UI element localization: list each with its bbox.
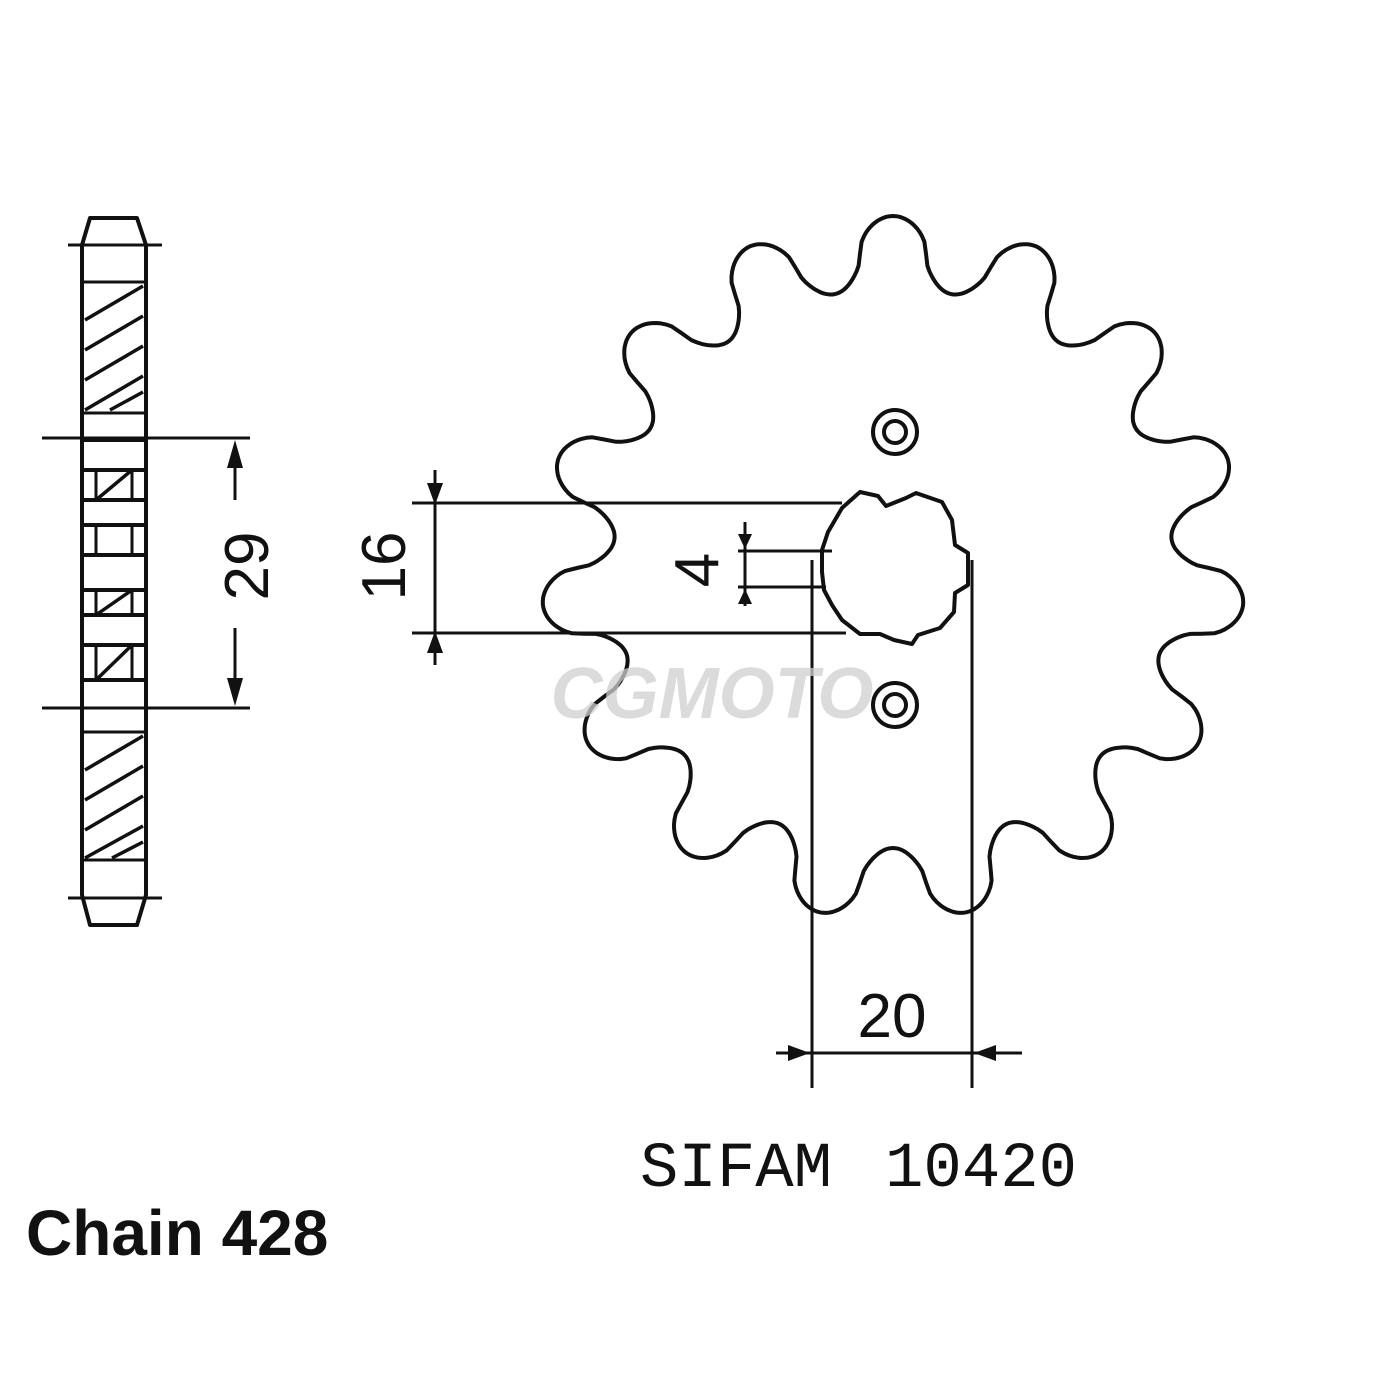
side-view-outline (80, 216, 148, 927)
dimension-16-label: 16 (350, 532, 419, 601)
dimension-4-label: 4 (663, 553, 732, 587)
side-view-hatch-bottom (84, 734, 144, 860)
dimension-20: 20 (776, 560, 1022, 1088)
side-view: 29 (42, 216, 282, 927)
dimension-29-label: 29 (213, 532, 282, 601)
dimension-29: 29 (42, 436, 282, 710)
sprocket-center-bore (820, 490, 970, 646)
mounting-hole-top (871, 408, 919, 456)
dimension-4: 4 (663, 522, 832, 606)
sprocket-tooth-profile (540, 214, 1246, 915)
reference-brand: SIFAM (640, 1134, 832, 1206)
side-view-hatch-top (84, 284, 144, 412)
reference-part-number: 10420 (885, 1134, 1077, 1206)
mounting-hole-bottom (871, 681, 919, 729)
watermark: CGMOTO (551, 654, 874, 734)
chain-label: Chain 428 (26, 1197, 328, 1269)
side-view-hub (80, 438, 148, 682)
dimension-20-label: 20 (858, 982, 927, 1051)
dimension-16: 16 (350, 470, 846, 665)
front-view: 16 4 20 (350, 214, 1246, 1088)
